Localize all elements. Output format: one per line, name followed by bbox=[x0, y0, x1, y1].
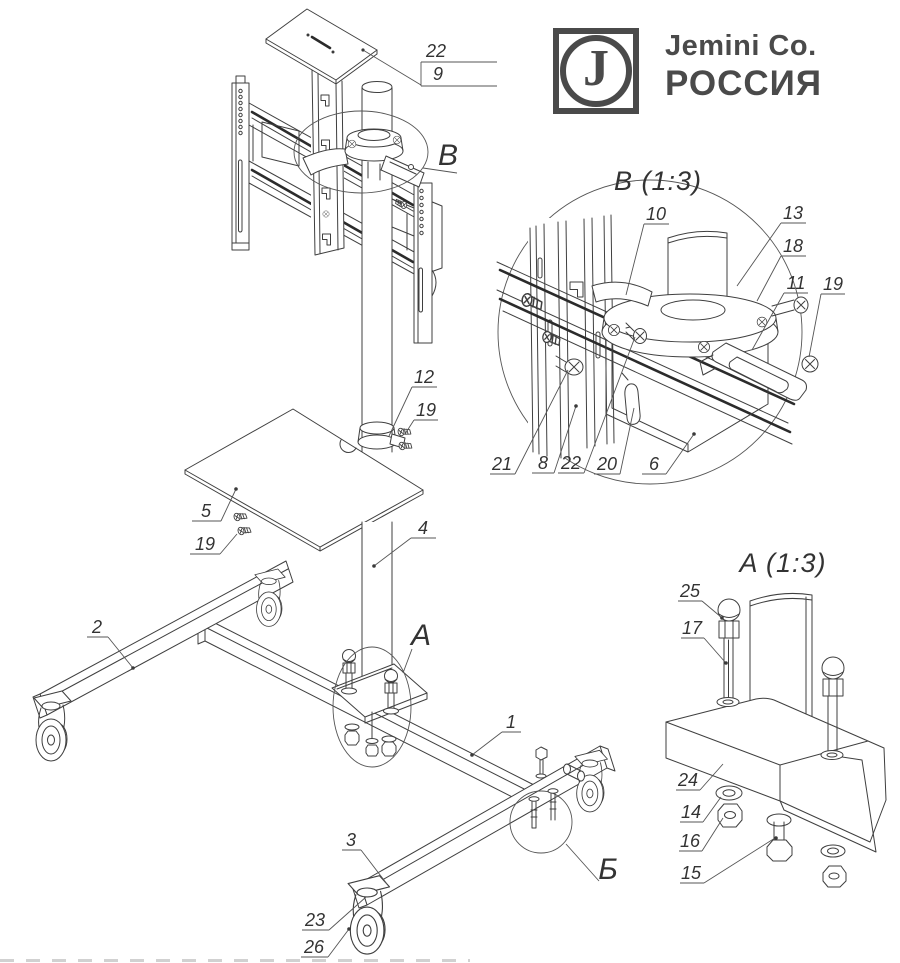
caster-front-right bbox=[254, 568, 286, 627]
callout-9: 9 bbox=[433, 64, 443, 84]
base-front-beam bbox=[32, 560, 294, 719]
detail-b-leaders bbox=[490, 222, 845, 475]
detail-b-boundary bbox=[497, 179, 803, 485]
callout-b-8: 8 bbox=[538, 453, 548, 473]
logo-circle: J bbox=[560, 35, 632, 107]
callout-23: 23 bbox=[304, 910, 325, 930]
detail-b-indicator-circle bbox=[293, 110, 429, 194]
detail-b-small-parts bbox=[591, 281, 653, 425]
callout-4: 4 bbox=[418, 518, 428, 538]
brand-name: Jemini Co. bbox=[665, 30, 817, 62]
detail-b-marker: B bbox=[438, 139, 458, 172]
detail-view-b: B (1:3) 10 13 18 11 19 21 8 22 20 6 bbox=[490, 166, 845, 485]
detail-a-title: A (1:3) bbox=[737, 548, 826, 578]
callout-19b: 19 bbox=[195, 534, 215, 554]
logo-square: J bbox=[553, 28, 639, 114]
callout-b-20: 20 bbox=[596, 454, 617, 474]
detail-b2-marker: Б bbox=[598, 853, 618, 886]
callout-b-13: 13 bbox=[783, 203, 803, 223]
detail-view-a: A (1:3) 25 17 24 14 16 15 bbox=[665, 548, 887, 888]
caster-rear-left bbox=[347, 875, 391, 955]
callout-a-15: 15 bbox=[681, 863, 702, 883]
cropped-text-artifact bbox=[0, 959, 470, 962]
detail-b-left-screws bbox=[520, 292, 584, 376]
detail-b-handle bbox=[699, 342, 819, 401]
callout-b-6: 6 bbox=[649, 454, 660, 474]
callout-a-16: 16 bbox=[680, 831, 701, 851]
detail-b2-zone bbox=[509, 746, 585, 854]
pole-lower bbox=[361, 521, 393, 689]
callout-3: 3 bbox=[346, 830, 356, 850]
logo-text: Jemini Co. РОССИЯ bbox=[665, 30, 822, 104]
detail-a-plate bbox=[665, 697, 887, 843]
detail-a-marker: A bbox=[409, 619, 431, 652]
shelf-screws-19 bbox=[232, 509, 252, 537]
logo-initial: J bbox=[583, 40, 609, 97]
callout-b-22: 22 bbox=[560, 453, 581, 473]
main-assembly-view: 22 9 B 12 19 5 19 4 2 A 1 3 Б 23 26 bbox=[32, 8, 618, 958]
shelf-clamp bbox=[357, 421, 406, 450]
callout-a-14: 14 bbox=[681, 802, 701, 822]
detail-a-left-bolt bbox=[716, 598, 741, 707]
callout-26: 26 bbox=[303, 937, 325, 957]
callout-2: 2 bbox=[91, 617, 102, 637]
detail-b-screw-18 bbox=[771, 296, 809, 317]
base-hanging-hardware bbox=[344, 711, 397, 757]
detail-b-title: B (1:3) bbox=[614, 166, 702, 196]
callout-5: 5 bbox=[201, 501, 212, 521]
caster-front-left bbox=[33, 690, 72, 762]
top-plate bbox=[265, 8, 378, 85]
detail-a-leaders bbox=[676, 600, 778, 884]
base-knob-bolts bbox=[341, 649, 399, 715]
callout-b-11: 11 bbox=[787, 273, 806, 293]
tv-bracket-left-rail bbox=[231, 75, 250, 251]
callout-a-17: 17 bbox=[682, 618, 703, 638]
callout-a-25: 25 bbox=[679, 581, 701, 601]
callout-1: 1 bbox=[506, 712, 516, 732]
pole-clamp-assembly bbox=[302, 128, 425, 188]
detail-a-indicator-circle bbox=[332, 646, 412, 768]
tv-bracket-right-rail bbox=[394, 182, 443, 344]
brand-logo: J Jemini Co. РОССИЯ bbox=[553, 26, 883, 118]
callout-22: 22 bbox=[425, 41, 446, 61]
callout-b-10: 10 bbox=[646, 204, 666, 224]
callout-b-18: 18 bbox=[783, 236, 803, 256]
callout-a-24: 24 bbox=[677, 770, 698, 790]
callout-19a: 19 bbox=[416, 400, 436, 420]
shelf bbox=[184, 408, 424, 552]
main-callout-leaders bbox=[87, 48, 600, 958]
callout-b-21: 21 bbox=[491, 454, 512, 474]
detail-a-right-bolt bbox=[820, 656, 845, 760]
callout-b-19: 19 bbox=[823, 274, 843, 294]
detail-a-hardware bbox=[715, 785, 847, 888]
callout-12: 12 bbox=[414, 367, 434, 387]
brand-country: РОССИЯ bbox=[665, 64, 822, 103]
